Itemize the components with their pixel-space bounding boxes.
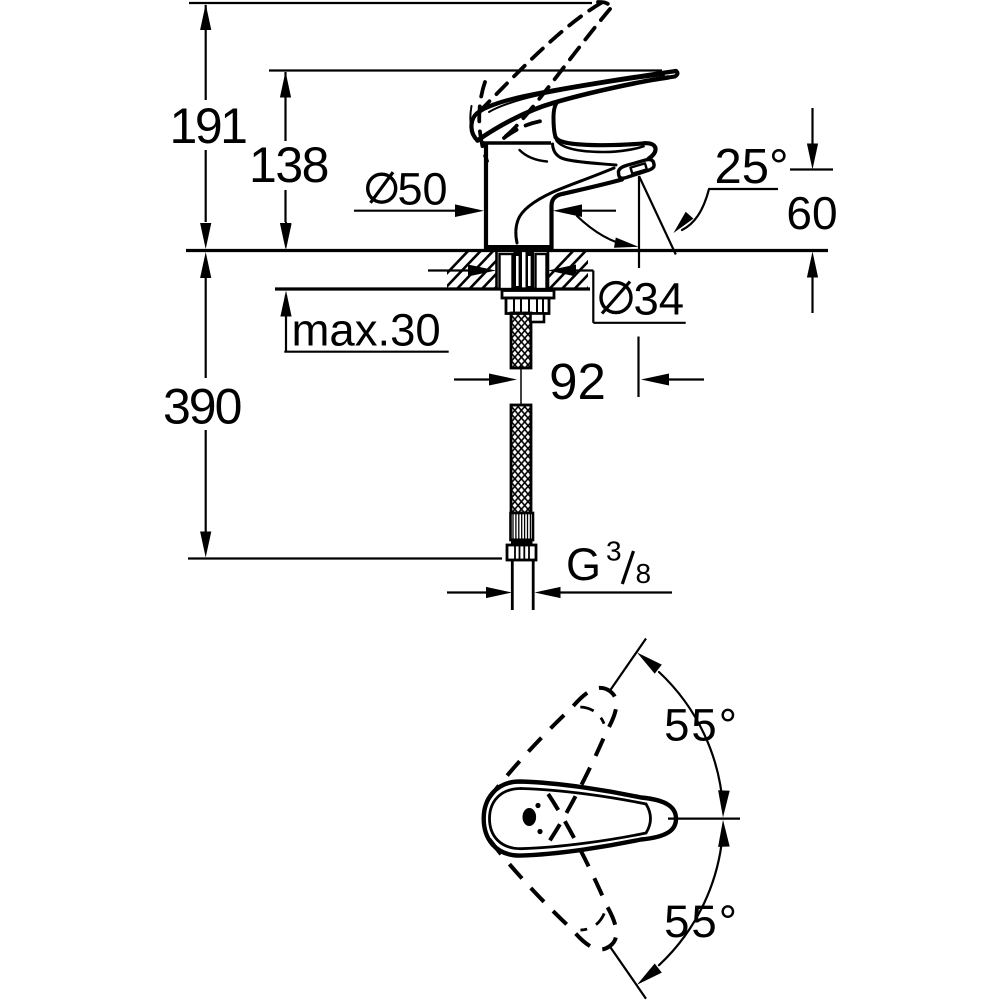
svg-text:390: 390 (163, 379, 241, 435)
svg-text:60: 60 (786, 187, 837, 239)
svg-text:138: 138 (249, 137, 328, 193)
svg-text:max.30: max.30 (292, 305, 441, 356)
svg-text:3: 3 (606, 536, 622, 567)
svg-text:191: 191 (170, 98, 247, 154)
svg-text:55°: 55° (664, 896, 739, 947)
svg-text:34: 34 (634, 274, 685, 325)
svg-text:55°: 55° (664, 700, 739, 751)
svg-text:25°: 25° (714, 140, 788, 194)
svg-text:G: G (566, 539, 601, 590)
svg-text:50: 50 (398, 164, 448, 215)
svg-text:8: 8 (636, 558, 652, 589)
svg-text:92: 92 (549, 353, 606, 410)
